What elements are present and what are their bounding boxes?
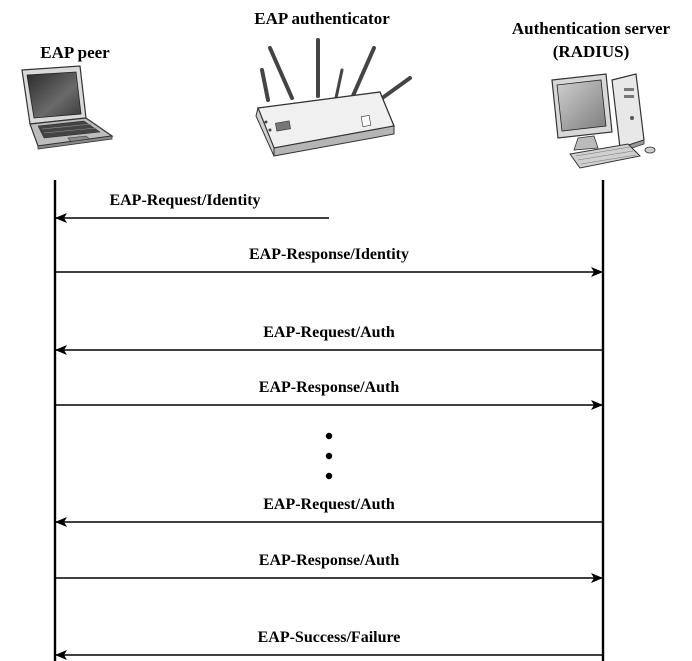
ellipsis-dot: [325, 452, 333, 460]
ellipsis-dot: [325, 432, 333, 440]
server-label-line2: (RADIUS): [552, 42, 630, 61]
message-label: EAP-Response/Identity: [248, 246, 410, 263]
message-label: EAP-Request/Auth: [263, 324, 395, 341]
laptop-icon: [21, 65, 114, 150]
message-label: EAP-Request/Auth: [263, 496, 395, 513]
message-label: EAP-Request/Identity: [109, 192, 261, 209]
desktop-computer-icon: [551, 73, 656, 169]
message-label: EAP-Success/Failure: [257, 629, 401, 646]
message-label: EAP-Response/Auth: [258, 552, 400, 569]
server-label-line1: Authentication server: [511, 19, 671, 38]
message-arrows: [55, 213, 603, 660]
ellipsis-dot: [325, 472, 333, 480]
message-label: EAP-Response/Auth: [258, 379, 400, 396]
wireless-router-icon: [255, 38, 412, 157]
continuation-ellipsis: [325, 432, 333, 480]
authenticator-label: EAP authenticator: [254, 9, 390, 28]
peer-label: EAP peer: [40, 43, 110, 62]
